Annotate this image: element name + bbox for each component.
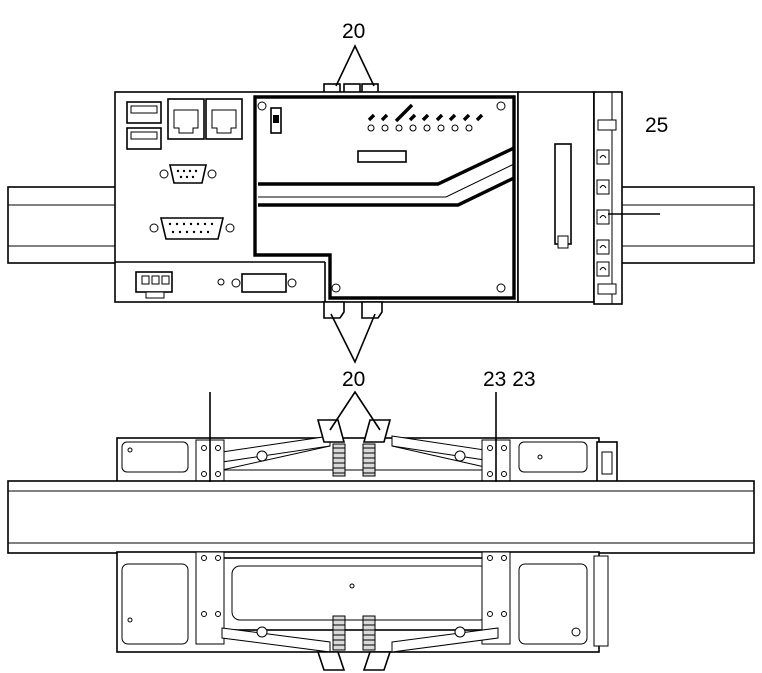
upper-housing xyxy=(116,419,618,485)
callout-20-top: 20 xyxy=(342,20,365,43)
latch-springs-upper xyxy=(332,443,376,477)
serial-connector-small xyxy=(159,164,217,184)
display-connector xyxy=(231,273,297,293)
lower-housing xyxy=(116,551,609,671)
underside-view xyxy=(7,419,755,671)
port-panel xyxy=(115,98,326,302)
serial-connector-large xyxy=(149,217,235,240)
callout-25: 25 xyxy=(645,114,668,137)
controller-device xyxy=(114,91,519,303)
main-board-area xyxy=(253,95,516,300)
callout-20-middle: 20 xyxy=(342,368,365,391)
callout-23-pair: 23 23 xyxy=(483,368,536,391)
led-indicators xyxy=(367,103,484,132)
leader-lines xyxy=(209,44,660,482)
latch-springs-lower xyxy=(332,615,376,651)
power-terminal xyxy=(135,271,173,299)
label-plate xyxy=(357,150,407,163)
side-module xyxy=(517,91,595,303)
terminal-block xyxy=(593,91,623,305)
din-rail-bottom-view xyxy=(7,480,755,554)
memory-card-slot xyxy=(554,143,572,245)
bottom-latch-tabs xyxy=(323,301,383,319)
rail-clip-left-lower xyxy=(195,551,225,645)
front-view xyxy=(7,83,755,319)
terminal-clamps xyxy=(596,149,610,277)
